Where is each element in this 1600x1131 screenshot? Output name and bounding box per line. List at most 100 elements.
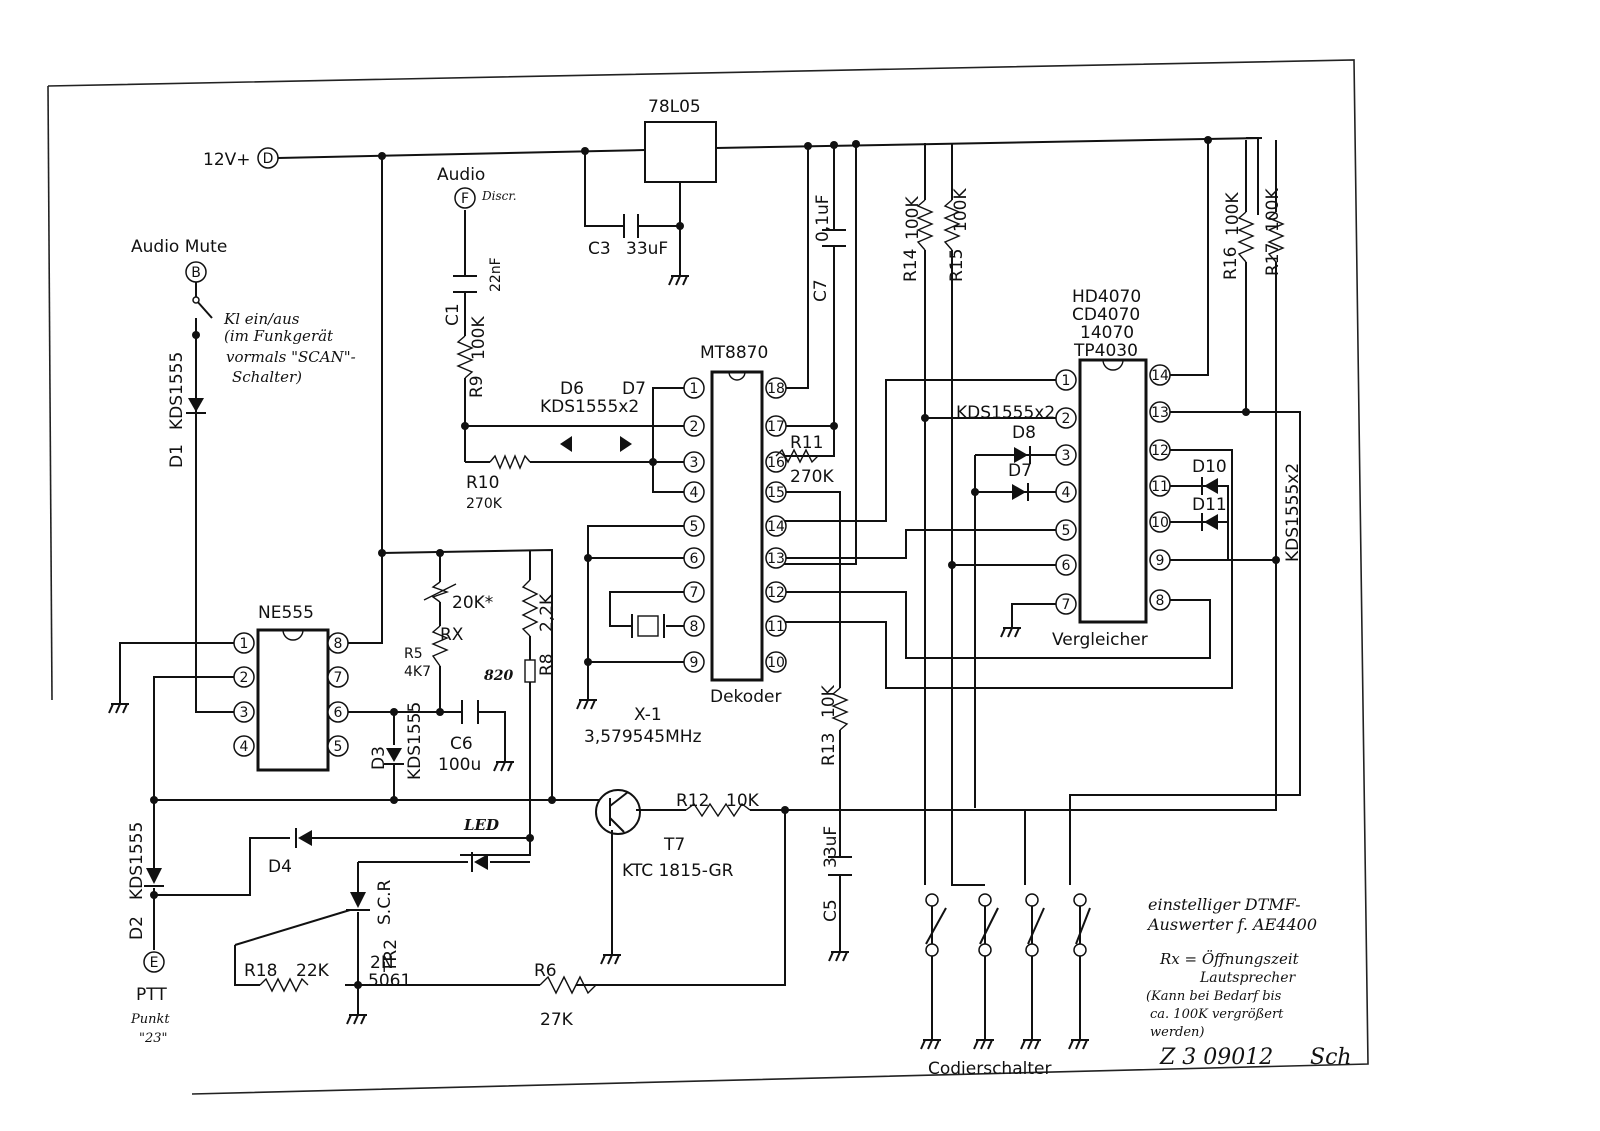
comparator-role: Vergleicher bbox=[1052, 630, 1148, 650]
c1-ref: C1 bbox=[443, 303, 463, 326]
sheet-frame bbox=[47, 59, 1369, 1095]
r17-value: 100K bbox=[1263, 188, 1283, 232]
sheet-frame-left bbox=[47, 85, 53, 701]
coder-switch-label: Codierschalter bbox=[928, 1059, 1051, 1079]
c1-value: 22nF bbox=[488, 257, 504, 292]
r14-ref: R14 bbox=[901, 249, 921, 282]
r13-value: 10K bbox=[819, 684, 839, 718]
comparator-name-1: HD4070 bbox=[1072, 287, 1141, 307]
mt8870-pin-8: 8 bbox=[690, 619, 699, 635]
ne555-pin-4: 4 bbox=[240, 739, 249, 755]
regulator-name: 78L05 bbox=[648, 97, 701, 117]
comparator-pin-12: 12 bbox=[1151, 443, 1169, 459]
drawing-number: Z 3 09012 bbox=[1159, 1045, 1273, 1070]
ne555-pin-8: 8 bbox=[334, 636, 343, 652]
note-rx-2: Lautsprecher bbox=[1199, 970, 1297, 986]
ground-icon bbox=[668, 275, 689, 286]
ptt-note-2: "23" bbox=[139, 1031, 168, 1046]
mt8870-pin-1: 1 bbox=[690, 381, 699, 397]
comparator-pin-8: 8 bbox=[1156, 593, 1165, 609]
mt8870-pin-4: 4 bbox=[690, 485, 699, 501]
comparator-pin-13: 13 bbox=[1151, 405, 1169, 421]
r18-ref: R18 bbox=[244, 961, 277, 981]
supply-node: D bbox=[263, 151, 274, 167]
comparator-pin-6: 6 bbox=[1062, 558, 1071, 574]
d3-value: KDS1555 bbox=[405, 702, 425, 780]
ic-ne555: 1 2 3 4 8 7 6 5 NE555 bbox=[233, 603, 349, 772]
d7-ref-a: D7 bbox=[622, 379, 646, 399]
mt8870-pin-11: 11 bbox=[767, 619, 785, 635]
mt8870-pin-6: 6 bbox=[690, 551, 699, 567]
d6-ref: D6 bbox=[560, 379, 584, 399]
rx-ref: RX bbox=[440, 625, 464, 645]
ground-icon bbox=[1068, 1039, 1089, 1050]
mt8870-pin-14: 14 bbox=[767, 519, 785, 535]
mt8870-role: Dekoder bbox=[710, 687, 781, 707]
r11-value: 270K bbox=[790, 467, 834, 487]
tr2-line-3: 2N bbox=[370, 953, 394, 973]
led-ref: LED bbox=[463, 816, 499, 834]
signature: Sch bbox=[1310, 1045, 1352, 1070]
comparator-pin-5: 5 bbox=[1062, 523, 1071, 539]
r8-extra: 820 bbox=[484, 668, 513, 684]
d11-ref: D11 bbox=[1192, 495, 1227, 515]
ground-icon bbox=[1000, 627, 1021, 638]
c6-value: 100u bbox=[438, 755, 481, 775]
mt8870-pin-15: 15 bbox=[767, 485, 785, 501]
d7d8-value: KDS1555x2 bbox=[956, 403, 1055, 423]
note-rx-4: ca. 100K vergrößert bbox=[1150, 1007, 1284, 1022]
comparator-pin-7: 7 bbox=[1062, 597, 1071, 613]
note-title-2: Auswerter f. AE4400 bbox=[1146, 915, 1317, 934]
r16-ref: R16 bbox=[1221, 247, 1241, 280]
mt8870-pin-3: 3 bbox=[690, 455, 699, 471]
r17-ref: R17 bbox=[1263, 243, 1283, 276]
d1-ref: D1 bbox=[167, 444, 187, 468]
mt8870-pin-12: 12 bbox=[767, 585, 785, 601]
x1-ref: X-1 bbox=[634, 705, 662, 725]
capacitors: C3 33uF C7 0,1uF C1 22nF C6 100u C5 33uF bbox=[438, 194, 852, 922]
ne555-pin-7: 7 bbox=[334, 670, 343, 686]
comparator-pin-1: 1 bbox=[1062, 373, 1071, 389]
c7-value: 0,1uF bbox=[813, 194, 833, 242]
ground-icon bbox=[828, 951, 849, 962]
r6-value: 27K bbox=[540, 1010, 574, 1030]
note-title-1: einstelliger DTMF- bbox=[1148, 895, 1300, 914]
audio-mute-node: B bbox=[191, 265, 201, 281]
mt8870-name: MT8870 bbox=[700, 343, 768, 363]
resistors: R9 100K R10 270K R11 270K R14 100K R15 1… bbox=[244, 188, 1285, 1030]
d7-ref-b: D7 bbox=[1008, 461, 1032, 481]
rx-value: 20K* bbox=[452, 593, 493, 613]
d4-ref: D4 bbox=[268, 857, 292, 877]
r11-ref: R11 bbox=[790, 433, 823, 453]
ground-icon bbox=[108, 703, 129, 714]
terminals: D 12V+ F Audio Discr. B Audio Mute E PTT… bbox=[130, 147, 517, 1046]
r18-value: 22K bbox=[296, 961, 330, 981]
audio-mute-note-2: (im Funkgerät bbox=[224, 327, 334, 345]
c5-ref: C5 bbox=[821, 899, 841, 922]
ground-icon bbox=[920, 1039, 941, 1050]
d2-ref: D2 bbox=[127, 916, 147, 940]
r5-ref: R5 bbox=[404, 646, 423, 662]
comparator-name-3: 14070 bbox=[1080, 323, 1134, 343]
ground-icon bbox=[346, 1014, 367, 1025]
r15-ref: R15 bbox=[947, 249, 967, 282]
r9-ref: R9 bbox=[467, 375, 487, 398]
r5-value: 4K7 bbox=[404, 664, 431, 680]
ne555-pin-6: 6 bbox=[334, 705, 343, 721]
ne555-name: NE555 bbox=[258, 603, 314, 623]
tr2-line-4: 5061 bbox=[368, 971, 411, 991]
mt8870-pin-18: 18 bbox=[767, 381, 785, 397]
tr2-line-1: S.C.R bbox=[375, 880, 395, 925]
d8-ref: D8 bbox=[1012, 423, 1036, 443]
ne555-pin-2: 2 bbox=[240, 670, 249, 686]
c7-ref: C7 bbox=[811, 279, 831, 302]
mt8870-pin-9: 9 bbox=[690, 655, 699, 671]
r12-ref: R12 bbox=[676, 791, 709, 811]
r13-ref: R13 bbox=[819, 733, 839, 766]
comparator-pin-11: 11 bbox=[1151, 479, 1169, 495]
r14-value: 100K bbox=[903, 196, 923, 240]
junctions bbox=[150, 136, 1280, 989]
mt8870-pin-5: 5 bbox=[690, 519, 699, 535]
